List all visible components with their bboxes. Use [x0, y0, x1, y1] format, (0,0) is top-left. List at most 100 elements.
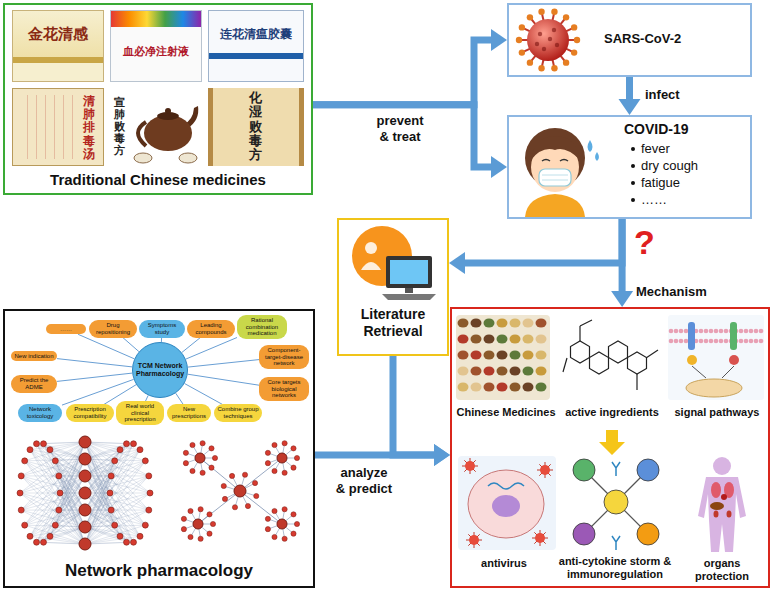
- herb-piece: [458, 351, 469, 360]
- antibody: [612, 536, 620, 550]
- lipid-head: [704, 339, 709, 344]
- herb-piece: [497, 351, 508, 360]
- network-node: [245, 503, 250, 508]
- lipid-head: [679, 339, 684, 344]
- network-hub: [79, 453, 91, 465]
- herb-piece: [523, 383, 534, 392]
- network-node: [200, 441, 205, 446]
- prescription-scroll: 清肺排毒汤: [12, 88, 104, 166]
- network-node: [47, 447, 53, 453]
- herb-piece: [471, 319, 482, 328]
- network-node: [22, 522, 28, 528]
- antivirus-illustration: [458, 456, 556, 550]
- herb-piece: [523, 335, 534, 344]
- network-node: [18, 507, 24, 513]
- network-node: [124, 539, 130, 545]
- connector: [57, 373, 132, 381]
- network-node: [47, 533, 53, 539]
- arrow-head: [434, 444, 450, 466]
- network-node: [34, 539, 40, 545]
- signal-protein: [729, 355, 739, 365]
- node-label: antivirus: [454, 557, 554, 570]
- network-node: [232, 505, 237, 510]
- lipid-head: [739, 329, 744, 334]
- herb-piece: [458, 383, 469, 392]
- lipid-head: [719, 339, 724, 344]
- teapot-body: [144, 115, 192, 151]
- network-node: [200, 470, 205, 475]
- network-node: [209, 465, 214, 470]
- network-link: [85, 450, 140, 527]
- spike-tip: [519, 24, 525, 30]
- connector-line: [78, 334, 134, 359]
- signal-pathway: [668, 315, 764, 400]
- virus-body: [527, 19, 569, 61]
- ring-bond: [628, 352, 647, 374]
- node-label: active ingredients: [560, 406, 664, 419]
- bond: [563, 358, 567, 372]
- network-node: [212, 455, 217, 460]
- virus-dot: [552, 28, 556, 32]
- network-node: [181, 527, 186, 532]
- arrow-head: [491, 156, 507, 178]
- node-label: dry cough: [641, 158, 741, 174]
- bullet-dot: [631, 181, 635, 185]
- network-link: [37, 444, 85, 544]
- node-label: Chinese Medicines: [454, 406, 558, 419]
- arrow-head: [619, 99, 641, 115]
- method-box: Network pharmacologyTCM Network Pharmaco…: [3, 309, 315, 588]
- face-mask: [539, 169, 571, 186]
- herb-piece: [458, 367, 469, 376]
- virus-dot: [538, 32, 542, 36]
- herb-piece: [484, 383, 495, 392]
- topic-label: Network toxicology: [21, 406, 59, 419]
- herb-piece: [523, 367, 534, 376]
- network-link: [25, 442, 85, 525]
- network-node: [272, 508, 277, 513]
- network-link: [240, 458, 282, 491]
- network-node: [183, 450, 188, 455]
- network-link: [21, 442, 85, 476]
- person-body: [361, 262, 381, 270]
- network-node: [147, 490, 153, 496]
- connector-line: [57, 359, 132, 367]
- network-node: [272, 468, 277, 473]
- connector: [188, 374, 259, 385]
- ring-bond: [609, 341, 628, 363]
- herb-piece: [497, 319, 508, 328]
- medicine-package: 连花清瘟胶囊: [208, 10, 304, 82]
- network-link: [20, 442, 85, 493]
- immune-cell: [573, 459, 595, 481]
- teapot-knob: [165, 108, 171, 114]
- network-node: [207, 531, 212, 536]
- network-hub: [79, 470, 91, 482]
- network-node: [124, 441, 130, 447]
- receptor: [688, 322, 695, 350]
- topic-ellipse: Combine group techniques: [214, 404, 262, 421]
- nucleus: [686, 379, 742, 397]
- connector-line: [188, 360, 259, 368]
- network-node: [265, 516, 270, 521]
- virus-particle: [535, 533, 545, 543]
- lipid-head: [684, 329, 689, 334]
- network-node: [291, 465, 296, 470]
- network-node: [27, 447, 33, 453]
- herb-piece: [523, 319, 534, 328]
- ring-bond: [571, 341, 590, 363]
- mask-fold: [542, 180, 568, 181]
- cell-ground: [668, 315, 764, 400]
- group-box: Traditional Chinese medicines金花清感血必净注射液连…: [3, 3, 313, 195]
- prescription-picture: 宣肺败毒方: [110, 88, 202, 166]
- network-node: [18, 473, 24, 479]
- network-node: [291, 512, 296, 517]
- herb-piece: [471, 335, 482, 344]
- network-link: [30, 450, 85, 493]
- network-node: [181, 516, 186, 521]
- immune-cell: [637, 459, 659, 481]
- network-node: [190, 468, 195, 473]
- connector-line: [57, 373, 132, 381]
- network-node: [137, 447, 143, 453]
- connector-line: [185, 384, 223, 405]
- computer-icon: [352, 226, 436, 300]
- lipid-head: [669, 329, 674, 334]
